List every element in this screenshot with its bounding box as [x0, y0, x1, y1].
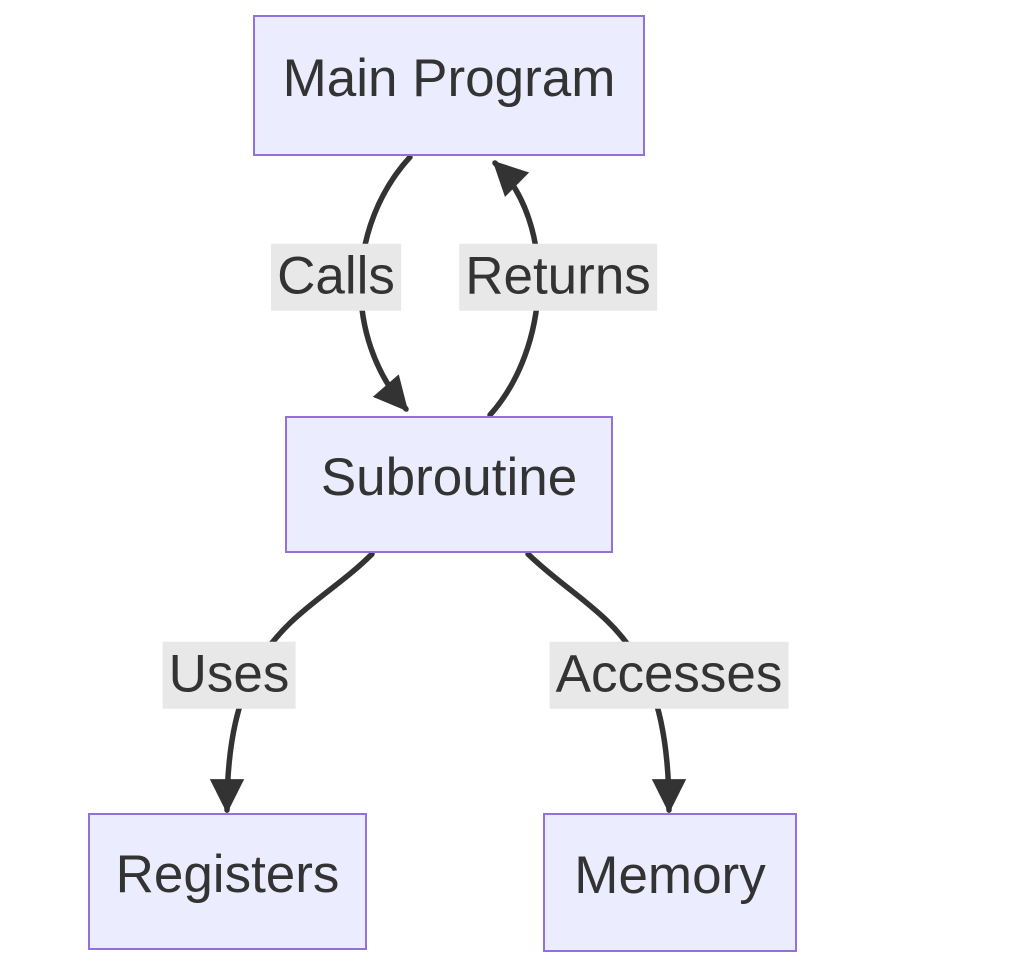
node-memory-label: Memory: [574, 846, 766, 905]
node-main-program-label: Main Program: [282, 49, 616, 108]
node-registers: Registers: [88, 813, 367, 950]
edge-label-accesses: Accesses: [549, 641, 789, 709]
edge-label-uses: Uses: [162, 641, 296, 709]
edge-label-returns: Returns: [459, 243, 657, 311]
edge-accesses-line: [525, 551, 687, 814]
node-memory: Memory: [543, 813, 797, 952]
edge-uses-line: [209, 551, 375, 814]
node-subroutine-label: Subroutine: [320, 448, 578, 507]
node-registers-label: Registers: [115, 845, 340, 904]
node-subroutine: Subroutine: [285, 416, 613, 553]
edge-label-calls: Calls: [271, 243, 401, 311]
node-main-program: Main Program: [253, 15, 645, 156]
